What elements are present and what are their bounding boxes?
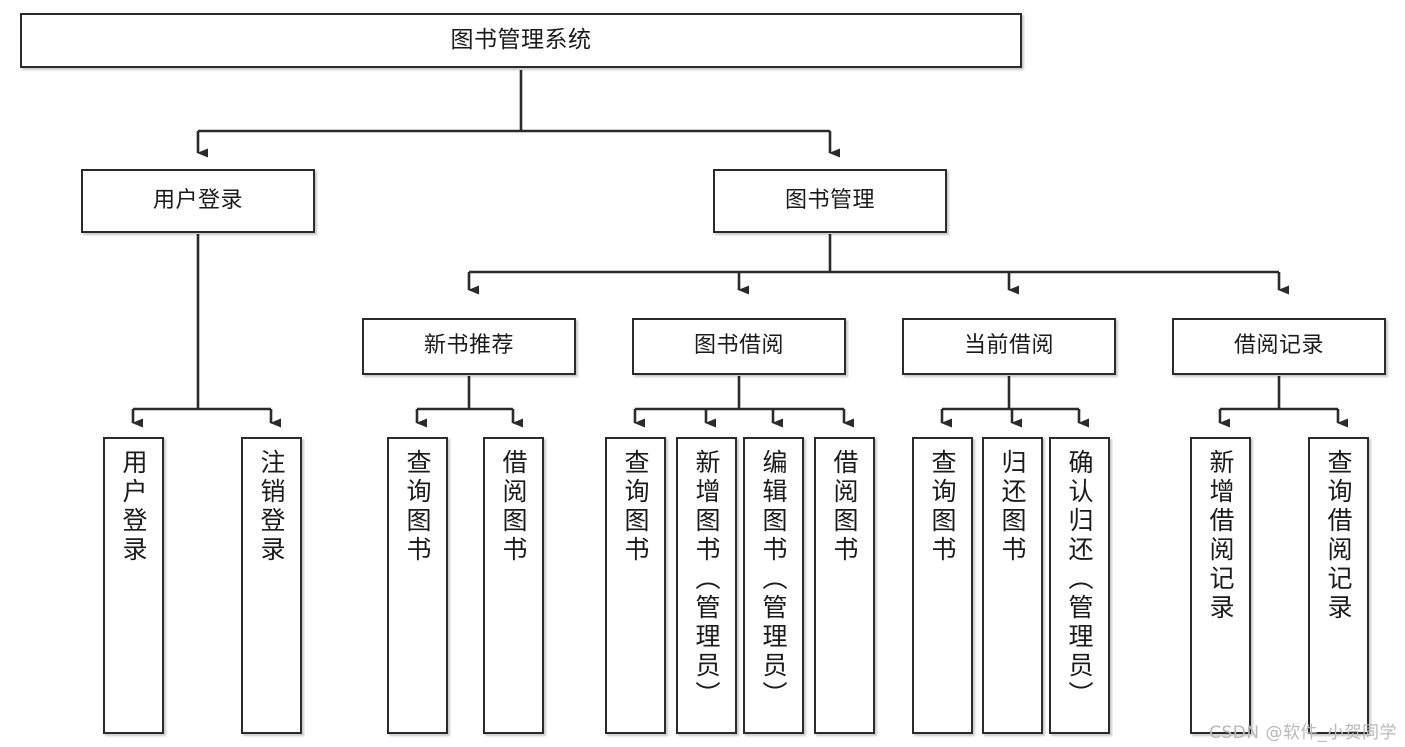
node-label: 确认归还（管理员） — [1065, 449, 1094, 710]
node-book-borrow[interactable]: 图书借阅 — [632, 318, 846, 375]
csdn-watermark: CSDN @软件_小贺同学 — [1209, 723, 1397, 743]
node-label: 图书管理 — [784, 187, 875, 213]
node-label: 用户登录 — [152, 187, 243, 213]
node-label: 归还图书 — [998, 449, 1027, 565]
leaf-logout[interactable]: 注销登录 — [241, 437, 302, 734]
leaf-query-book-current[interactable]: 查询图书 — [912, 437, 973, 734]
leaf-query-book-recommend[interactable]: 查询图书 — [387, 437, 448, 734]
node-label: 新增图书（管理员） — [692, 449, 721, 710]
node-new-book-recommend[interactable]: 新书推荐 — [362, 318, 576, 375]
node-current-borrow[interactable]: 当前借阅 — [902, 318, 1116, 375]
node-label: 图书管理系统 — [450, 26, 592, 53]
leaf-borrow-book[interactable]: 借阅图书 — [814, 437, 875, 734]
leaf-user-login[interactable]: 用户登录 — [103, 437, 164, 734]
node-label: 查询借阅记录 — [1324, 449, 1353, 623]
node-root-system[interactable]: 图书管理系统 — [20, 13, 1022, 68]
node-label: 借阅图书 — [499, 449, 528, 565]
node-label: 查询图书 — [621, 449, 650, 565]
node-label: 用户登录 — [119, 449, 148, 565]
node-label: 图书借阅 — [693, 333, 784, 359]
node-label: 注销登录 — [257, 449, 286, 565]
leaf-return-book[interactable]: 归还图书 — [982, 437, 1043, 734]
node-borrow-record[interactable]: 借阅记录 — [1172, 318, 1386, 375]
node-label: 新增借阅记录 — [1206, 449, 1235, 623]
leaf-add-borrow-record[interactable]: 新增借阅记录 — [1190, 437, 1251, 734]
node-label: 借阅图书 — [830, 449, 859, 565]
node-label: 查询图书 — [403, 449, 432, 565]
node-label: 编辑图书（管理员） — [759, 449, 788, 710]
leaf-query-borrow-record[interactable]: 查询借阅记录 — [1308, 437, 1369, 734]
leaf-query-book-borrow[interactable]: 查询图书 — [605, 437, 666, 734]
node-label: 当前借阅 — [963, 333, 1054, 359]
node-label: 新书推荐 — [423, 333, 514, 359]
node-label: 查询图书 — [928, 449, 957, 565]
leaf-add-book[interactable]: 新增图书（管理员） — [676, 437, 737, 734]
leaf-borrow-book-recommend[interactable]: 借阅图书 — [483, 437, 544, 734]
leaf-edit-book[interactable]: 编辑图书（管理员） — [743, 437, 804, 734]
leaf-confirm-return[interactable]: 确认归还（管理员） — [1049, 437, 1110, 734]
node-user-login[interactable]: 用户登录 — [81, 169, 315, 233]
node-label: 借阅记录 — [1233, 333, 1324, 359]
node-book-manage[interactable]: 图书管理 — [713, 169, 947, 233]
